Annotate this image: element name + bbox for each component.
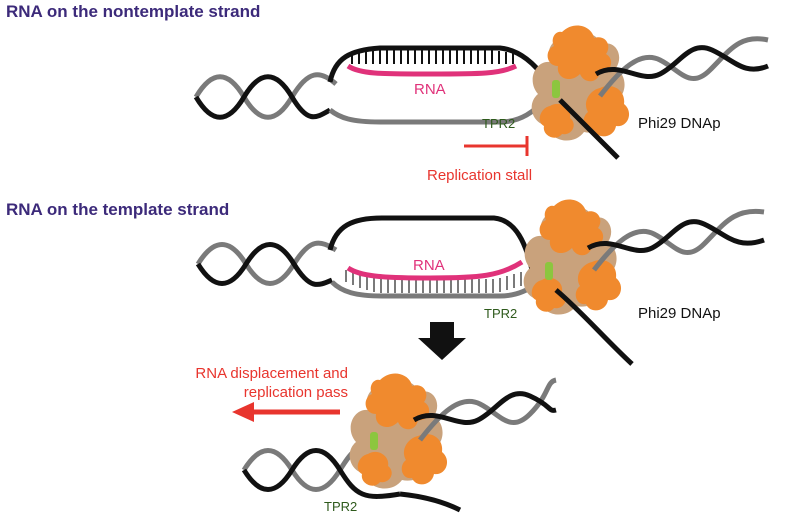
displacement-label-line1: RNA displacement and — [195, 365, 348, 382]
heading-template: RNA on the template strand — [6, 200, 229, 219]
panel-nontemplate: RNA on the nontemplate strand RNA TPR2 P… — [6, 2, 769, 184]
tpr2-domain-bottom — [370, 432, 378, 450]
bubble-grey-strand-top — [328, 94, 550, 125]
stall-label: Replication stall — [427, 167, 532, 184]
base-ticks-top — [351, 50, 514, 64]
polymerase-label-middle: Phi29 DNAp — [638, 305, 721, 322]
right-helix-bottom — [412, 377, 557, 442]
polymerase-bottom — [349, 373, 448, 489]
left-helix-top — [193, 72, 338, 120]
displacement-label-line2: replication pass — [244, 384, 348, 401]
rna-strand-top — [346, 63, 518, 77]
displacement-arrowhead — [232, 402, 254, 422]
rna-label-middle: RNA — [413, 257, 445, 274]
tpr2-label-top: TPR2 — [482, 116, 515, 131]
exit-strand-middle — [554, 288, 634, 366]
tpr2-label-bottom: TPR2 — [324, 499, 357, 514]
right-helix-middle — [586, 208, 765, 272]
transition-arrow — [418, 322, 466, 360]
rna-label-top: RNA — [414, 81, 446, 98]
panel-displacement: RNA displacement and replication pass TP… — [195, 365, 557, 514]
polymerase-label-top: Phi29 DNAp — [638, 115, 721, 132]
exit-strand-bottom — [399, 491, 462, 513]
panel-template: RNA on the template strand RNA TPR2 Phi2… — [6, 199, 765, 366]
exit-strand-top — [558, 98, 620, 160]
left-helix-middle — [195, 240, 338, 287]
bubble-grey-strand-middle — [330, 280, 538, 299]
rna-strand-middle — [346, 259, 524, 281]
tpr2-domain-top — [552, 80, 560, 98]
heading-nontemplate: RNA on the nontemplate strand — [6, 2, 260, 21]
tpr2-domain-middle — [545, 262, 553, 280]
right-helix-top — [594, 36, 769, 98]
base-ticks-middle — [345, 270, 522, 293]
tpr2-label-middle: TPR2 — [484, 306, 517, 321]
